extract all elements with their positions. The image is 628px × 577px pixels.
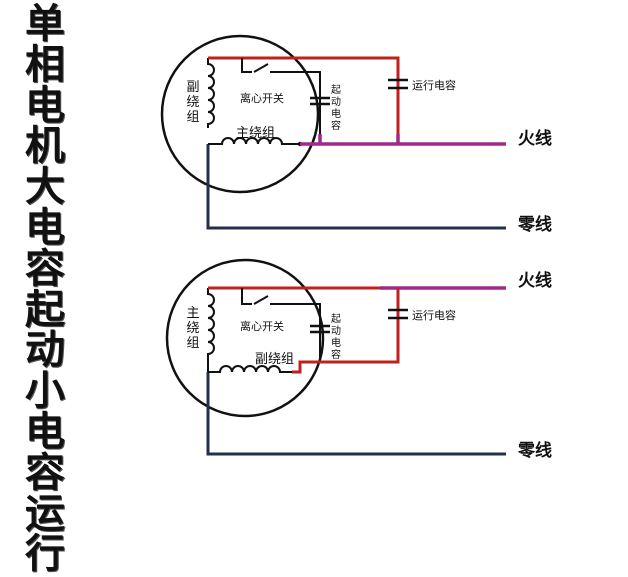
title-char: 电 bbox=[25, 204, 65, 251]
start-capacitor-symbol bbox=[310, 96, 330, 106]
centrifugal-switch-label: 离心开关 bbox=[240, 92, 284, 105]
start-capacitor-label: 起动电容 bbox=[331, 85, 341, 132]
switch-to-start-capacitor bbox=[270, 303, 321, 362]
wiring-diagrams bbox=[160, 34, 506, 456]
title-char: 相 bbox=[25, 41, 65, 88]
start-capacitor-label: 起动电容 bbox=[331, 314, 341, 361]
switch-contact bbox=[253, 63, 269, 73]
diagram-2 bbox=[165, 258, 506, 456]
neutral-wire bbox=[206, 144, 506, 230]
main-winding-coil bbox=[207, 288, 215, 372]
motor-outline bbox=[165, 258, 325, 418]
run-capacitor-symbol bbox=[388, 78, 408, 90]
centrifugal-switch-label: 离心开关 bbox=[240, 320, 284, 333]
run-capacitor-label: 运行电容 bbox=[412, 79, 456, 92]
title-char: 动 bbox=[25, 327, 65, 374]
title-char: 单 bbox=[25, 1, 65, 47]
switch-to-start-capacitor bbox=[270, 71, 321, 134]
title-char: 机 bbox=[25, 123, 65, 170]
switch-contact bbox=[253, 295, 269, 305]
title-char: 容 bbox=[25, 449, 65, 496]
main-winding-label: 主绕组 bbox=[236, 126, 276, 141]
main-winding-label: 主绕组 bbox=[186, 306, 200, 351]
aux-winding-label: 副绕组 bbox=[186, 80, 200, 125]
motor-outline bbox=[160, 34, 320, 194]
top-red-wire bbox=[208, 56, 400, 134]
title-char: 小 bbox=[25, 368, 65, 415]
run-capacitor-symbol bbox=[388, 308, 408, 320]
title-char: 起 bbox=[25, 286, 65, 333]
live-label: 火线 bbox=[518, 129, 552, 149]
title-char: 大 bbox=[25, 164, 65, 211]
switch-wire bbox=[241, 58, 252, 73]
neutral-label: 零线 bbox=[518, 215, 552, 235]
title-char: 容 bbox=[25, 245, 65, 292]
diagram-1 bbox=[160, 34, 506, 230]
title-char: 电 bbox=[25, 408, 65, 455]
live-wire bbox=[300, 134, 506, 146]
live-label: 火线 bbox=[518, 271, 552, 291]
aux-winding-label: 副绕组 bbox=[255, 352, 295, 367]
start-capacitor-symbol bbox=[310, 324, 330, 334]
aux-winding-coil bbox=[208, 365, 292, 373]
aux-winding-coil bbox=[207, 58, 215, 128]
neutral-label: 零线 bbox=[518, 441, 552, 461]
capacitor-return-wire bbox=[292, 288, 400, 374]
title-char: 电 bbox=[25, 82, 65, 129]
switch-wire bbox=[241, 288, 252, 305]
run-capacitor-label: 运行电容 bbox=[412, 309, 456, 322]
title-char: 行 bbox=[25, 531, 65, 577]
main-winding-coil bbox=[208, 137, 300, 145]
neutral-wire bbox=[206, 372, 506, 456]
